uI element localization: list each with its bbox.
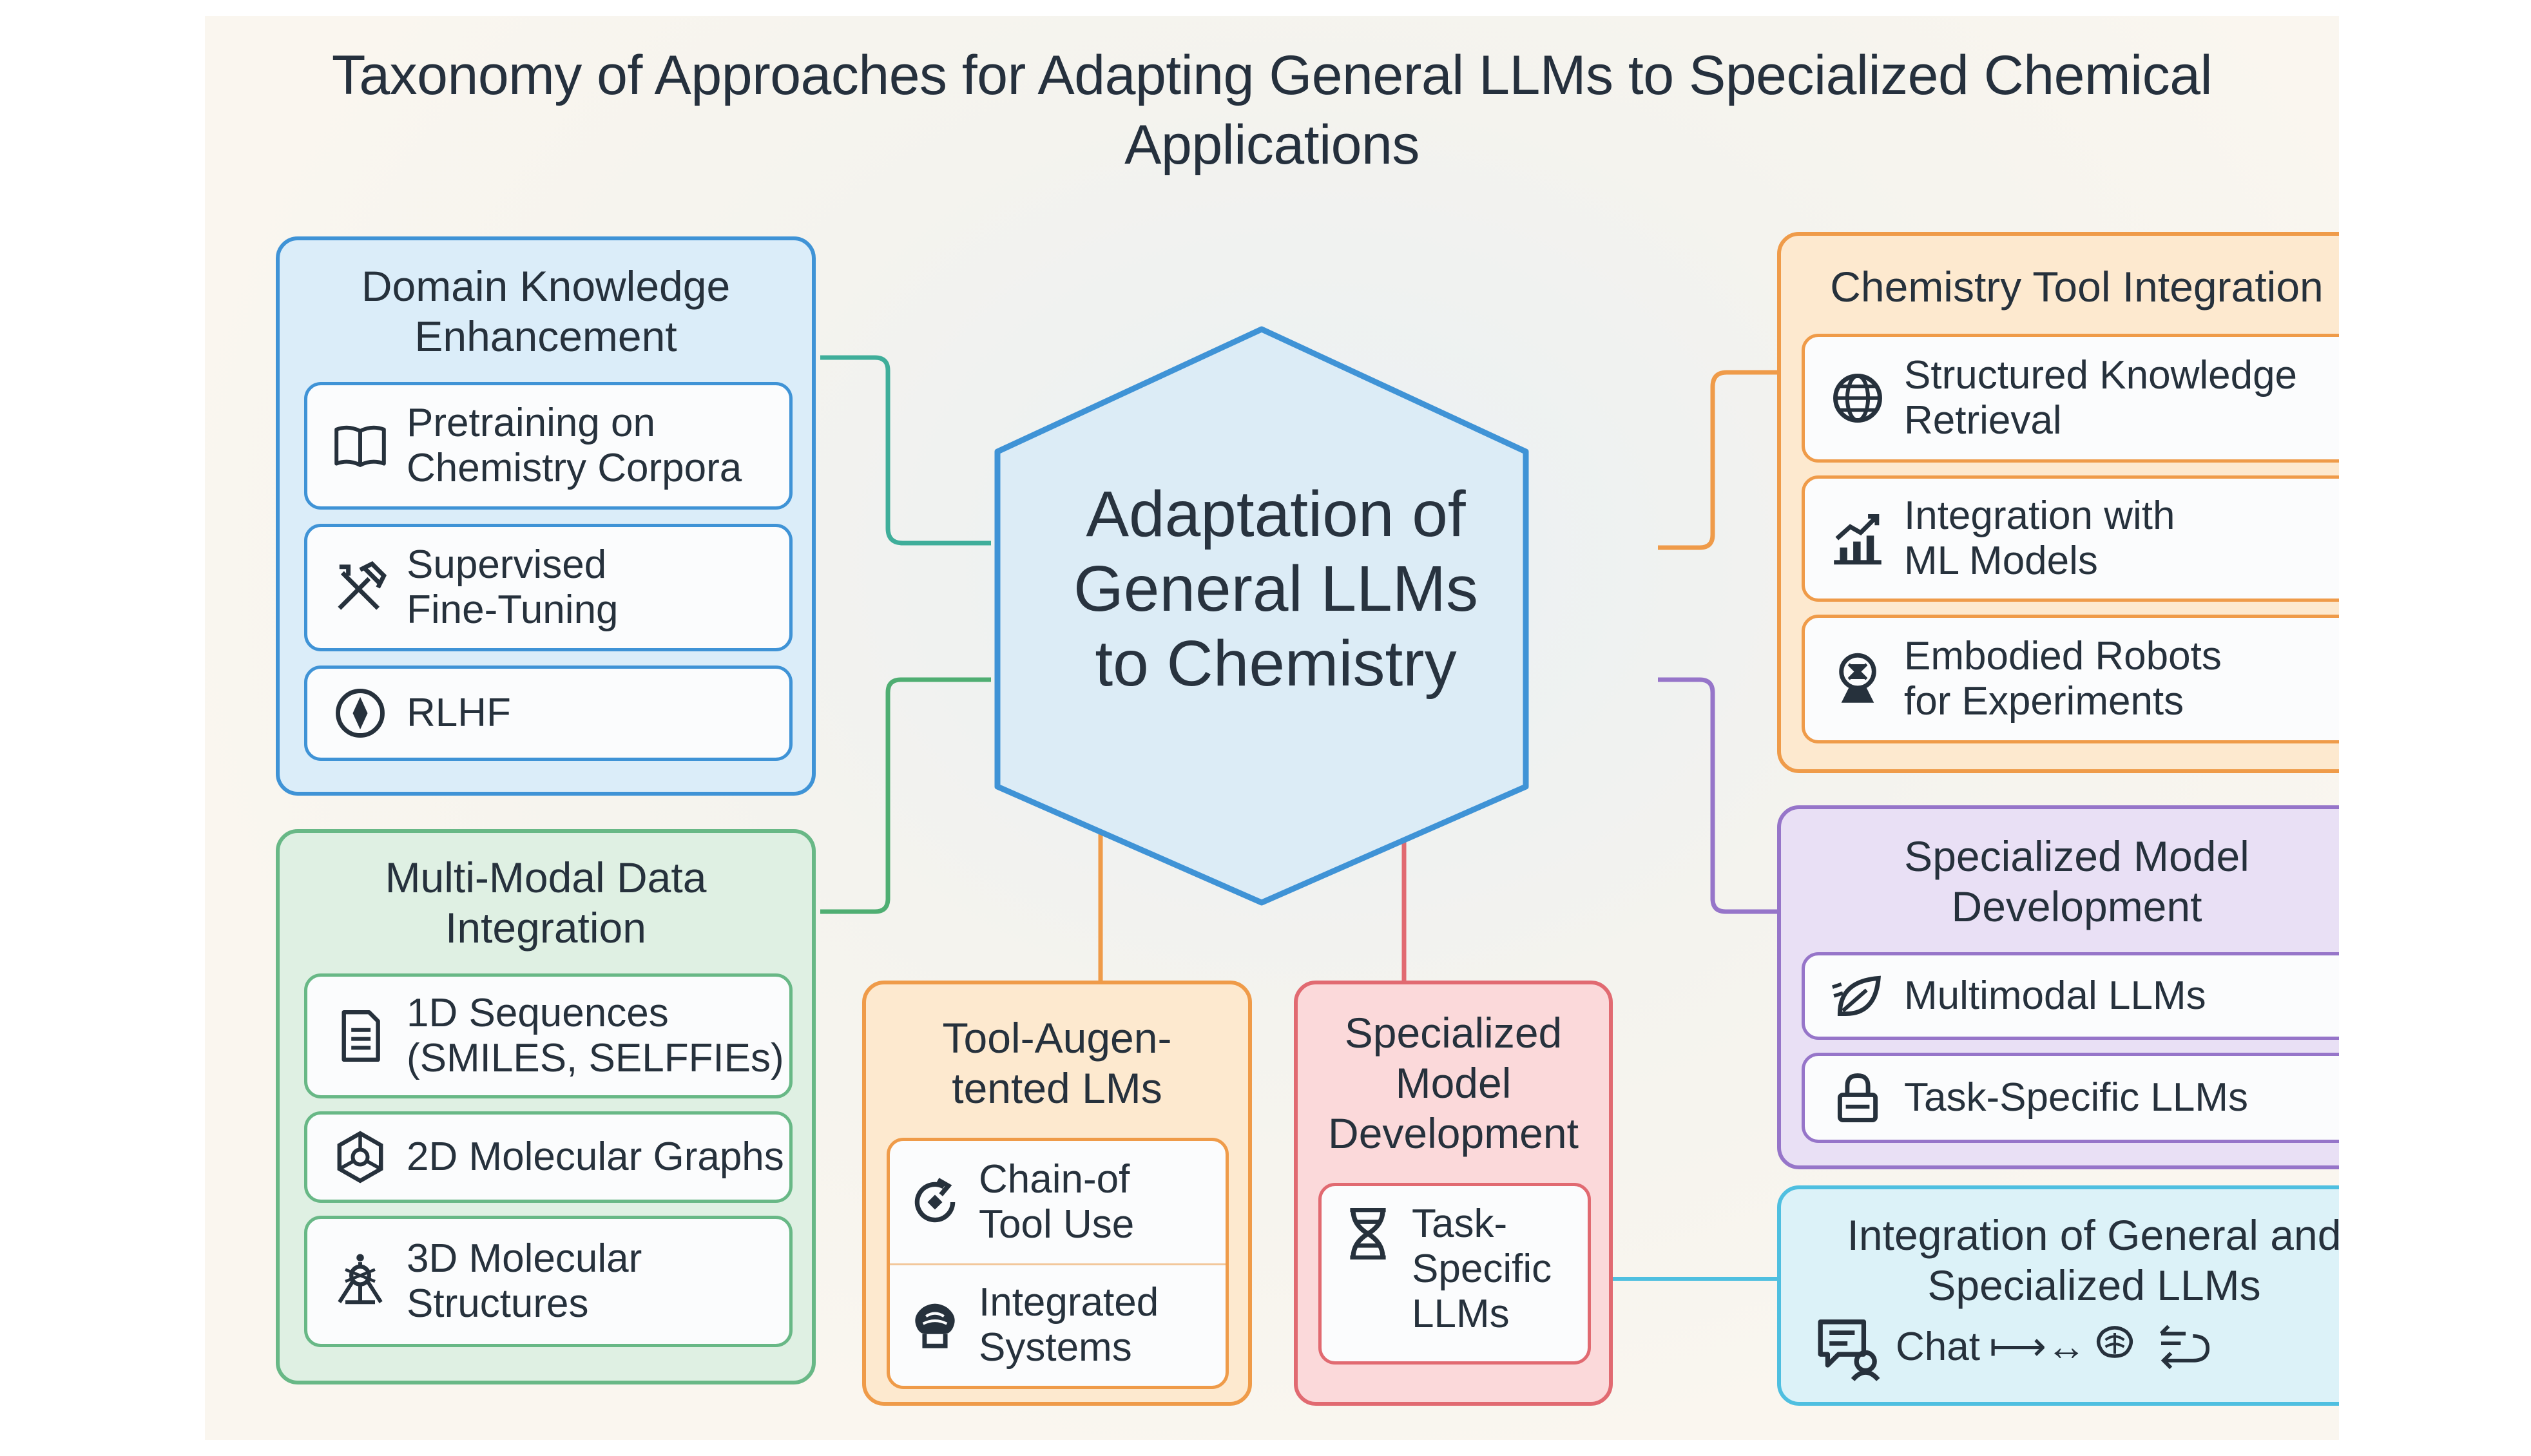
connector-tool-integration xyxy=(1658,370,1777,550)
lock-icon xyxy=(1825,1066,1890,1130)
group-title: Specialized Model Development xyxy=(1904,832,2249,930)
chat-row: Chat ⟼↔ xyxy=(1811,1308,2217,1386)
brain-icon xyxy=(903,1293,967,1357)
item-rlhf: RLHF xyxy=(304,666,793,761)
group-tool-integration: Chemistry Tool Integration Structured Kn… xyxy=(1777,232,2339,773)
document-icon xyxy=(328,1004,392,1068)
hub-hexagon xyxy=(994,326,1529,906)
robot-icon xyxy=(1825,647,1890,711)
item-tool-stack: Chain-of Tool Use Integrated Systems xyxy=(887,1138,1229,1389)
group-multimodal: Multi-Modal Data Integration 1D Sequence… xyxy=(276,829,816,1384)
diagram-title: Taxonomy of Approaches for Adapting Gene… xyxy=(331,44,2213,176)
item-integrated-systems: Integrated Systems xyxy=(890,1265,1226,1386)
group-title: Domain Knowledge Enhancement xyxy=(361,262,731,360)
connector-domain xyxy=(820,355,991,546)
compass-icon xyxy=(328,681,392,745)
brain-icon xyxy=(2092,1321,2143,1373)
book-icon xyxy=(328,414,392,478)
tools-icon xyxy=(328,555,392,620)
connector-specialized-right xyxy=(1658,677,1777,914)
molecule-graph-icon xyxy=(328,1125,392,1189)
item-task-specific-llms-right: Task-Specific LLMs xyxy=(1802,1053,2339,1143)
group-specialized-right: Specialized Model Development Multimodal… xyxy=(1777,805,2339,1169)
item-chain-of-tool-use: Chain-of Tool Use xyxy=(890,1141,1226,1265)
item-embodied-robots: Embodied Robots for Experiments xyxy=(1802,615,2339,743)
item-ml-models: Integration with ML Models xyxy=(1802,475,2339,602)
chart-icon xyxy=(1825,506,1890,571)
group-title: Chemistry Tool Integration xyxy=(1830,263,2324,311)
group-domain-knowledge: Domain Knowledge Enhancement Pretraining… xyxy=(276,236,816,796)
item-1d-sequences: 1D Sequences (SMILES, SELFFIEs) xyxy=(304,973,793,1098)
group-tool-augmented: Tool-Augen- tented LMs Chain-of Tool Use… xyxy=(862,981,1252,1406)
group-title: Tool-Augen- tented LMs xyxy=(942,1014,1172,1112)
dna-icon xyxy=(1336,1202,1400,1266)
hub-label: Adaptation of General LLMs to Chemistry xyxy=(1073,478,1479,700)
item-supervised-fine-tuning: Supervised Fine-Tuning xyxy=(304,524,793,651)
connector-multimodal xyxy=(820,677,991,914)
item-task-specific-llms: Task- Specific LLMs xyxy=(1318,1183,1591,1365)
chat-symbols: ⟼↔ xyxy=(1988,1325,2086,1369)
group-integration: Integration of General and Specialized L… xyxy=(1777,1185,2339,1406)
item-structured-knowledge: Structured Knowledge Retrieval xyxy=(1802,334,2339,463)
item-multimodal-llms: Multimodal LLMs xyxy=(1802,952,2339,1040)
chat-icon xyxy=(1811,1308,1888,1386)
item-pretraining: Pretraining on Chemistry Corpora xyxy=(304,382,793,510)
group-title: Specialized Model Development xyxy=(1328,1009,1579,1157)
group-specialized-mid: Specialized Model Development Task- Spec… xyxy=(1294,981,1613,1406)
swap-icon xyxy=(2155,1321,2217,1373)
chat-label: Chat xyxy=(1896,1325,1980,1369)
molecule-3d-icon xyxy=(328,1249,392,1314)
item-2d-graphs: 2D Molecular Graphs xyxy=(304,1111,793,1203)
globe-icon xyxy=(1825,366,1890,430)
item-3d-structures: 3D Molecular Structures xyxy=(304,1216,793,1347)
refresh-icon xyxy=(903,1170,967,1234)
connector-lines xyxy=(820,326,1777,1281)
leaf-icon xyxy=(1825,964,1890,1028)
diagram-canvas: Taxonomy of Approaches for Adapting Gene… xyxy=(205,16,2339,1440)
group-title: Integration of General and Specialized L… xyxy=(1847,1211,2339,1309)
group-title: Multi-Modal Data Integration xyxy=(385,854,707,952)
